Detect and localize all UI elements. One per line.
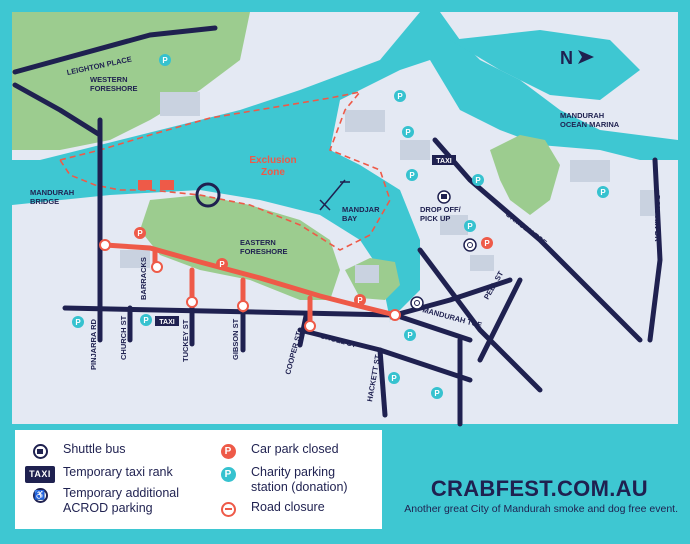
svg-text:P: P	[405, 128, 411, 137]
acrod-icon	[463, 238, 477, 252]
svg-text:P: P	[407, 331, 413, 340]
map-legend: Shuttle bus TAXI Temporary taxi rank ♿ T…	[15, 430, 382, 529]
parking-charity: P	[159, 54, 171, 66]
parking-charity: P	[472, 174, 484, 186]
shuttle-bus-icon	[32, 443, 48, 459]
parking-closed: P	[481, 237, 493, 249]
parking-markers: P P P P P P P P P P P P P P P P	[72, 54, 609, 399]
svg-text:TAXI: TAXI	[159, 319, 174, 326]
taxi-icon: TAXI	[25, 465, 55, 483]
fireworks-icon	[319, 179, 350, 211]
svg-text:P: P	[137, 229, 143, 238]
parking-closed: P	[134, 227, 146, 239]
road-closure-icon	[220, 501, 236, 517]
parking-charity: P	[140, 314, 152, 326]
car-park-closed-icon: P	[220, 443, 236, 459]
legend-charity-parking: P Charity parking station (donation)	[215, 465, 348, 495]
svg-text:P: P	[467, 222, 473, 231]
svg-text:P: P	[475, 176, 481, 185]
marina-water	[450, 30, 640, 100]
legend-road-closure: Road closure	[215, 500, 325, 518]
charity-parking-icon: P	[220, 466, 236, 482]
label-barracks: BARRACKS	[139, 257, 148, 300]
shuttle-bus-icon	[437, 190, 451, 204]
parking-charity: P	[406, 169, 418, 181]
site-url[interactable]: CRABFEST.COM.AU	[430, 476, 648, 501]
legend-acrod: ♿ Temporary additional ACROD parking	[32, 486, 180, 515]
taxi-rank-marker: TAXI	[432, 155, 456, 165]
parking-charity: P	[394, 90, 406, 102]
parking-charity: P	[431, 387, 443, 399]
parking-charity: P	[402, 126, 414, 138]
park-marina	[490, 135, 560, 215]
legend-car-park-closed: P Car park closed	[215, 442, 339, 460]
svg-text:P: P	[219, 260, 225, 269]
buildings	[120, 92, 660, 283]
taxi-rank-marker: TAXI	[155, 316, 179, 326]
svg-text:P: P	[409, 171, 415, 180]
parking-charity: P	[464, 220, 476, 232]
svg-text:P: P	[391, 374, 397, 383]
svg-text:P: P	[357, 296, 363, 305]
compass: N	[560, 48, 594, 68]
parking-charity: P	[404, 329, 416, 341]
parking-closed: P	[216, 258, 228, 270]
svg-text:P: P	[162, 56, 168, 65]
acrod-icon: ♿	[32, 487, 48, 503]
crab-icon	[138, 180, 174, 190]
north-arrow-icon	[578, 50, 594, 64]
parking-closed: P	[354, 294, 366, 306]
legend-taxi-rank: TAXI Temporary taxi rank	[25, 465, 173, 483]
svg-text:P: P	[143, 316, 149, 325]
legend-shuttle-bus: Shuttle bus	[27, 442, 126, 460]
roundabout-icon	[195, 182, 221, 208]
svg-text:P: P	[600, 188, 606, 197]
svg-text:P: P	[75, 318, 81, 327]
label-drop-off: DROP OFF/PICK UP	[420, 205, 462, 223]
exclusion-zone-boundary	[58, 90, 391, 251]
parking-charity: P	[388, 372, 400, 384]
svg-text:N: N	[560, 48, 573, 68]
label-gibson-st: GIBSON ST	[231, 318, 240, 360]
svg-text:P: P	[434, 389, 440, 398]
svg-text:P: P	[484, 239, 490, 248]
road-closure-markers	[99, 239, 401, 332]
label-dolphin-dr: DOLPHIN DR	[653, 195, 662, 242]
svg-text:TAXI: TAXI	[436, 158, 451, 165]
acrod-icon	[410, 296, 424, 310]
label-pinjarra-rd: PINJARRA RD	[89, 318, 98, 370]
label-church-st: CHURCH ST	[119, 315, 128, 360]
svg-text:P: P	[397, 92, 403, 101]
parking-charity: P	[597, 186, 609, 198]
parking-charity: P	[72, 316, 84, 328]
tagline: Another great City of Mandurah smoke and…	[404, 503, 678, 515]
label-tuckey-st: TUCKEY ST	[181, 319, 190, 362]
